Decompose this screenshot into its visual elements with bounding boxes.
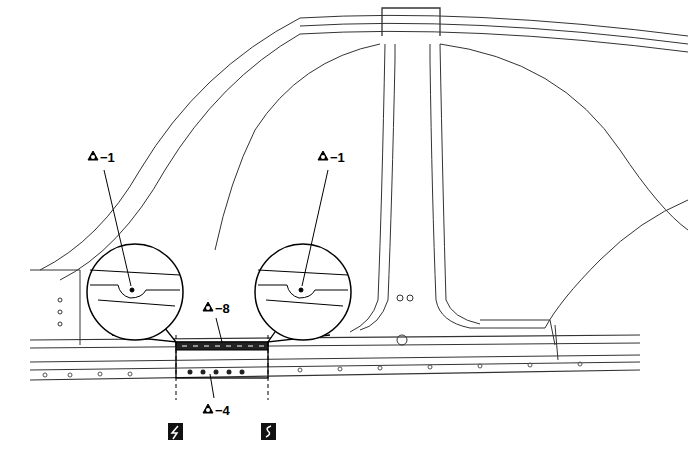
callout-number: −8 [215, 302, 230, 315]
callout-number: −4 [215, 404, 230, 417]
callout-number: −1 [330, 151, 345, 164]
callout-number: −1 [100, 151, 115, 164]
